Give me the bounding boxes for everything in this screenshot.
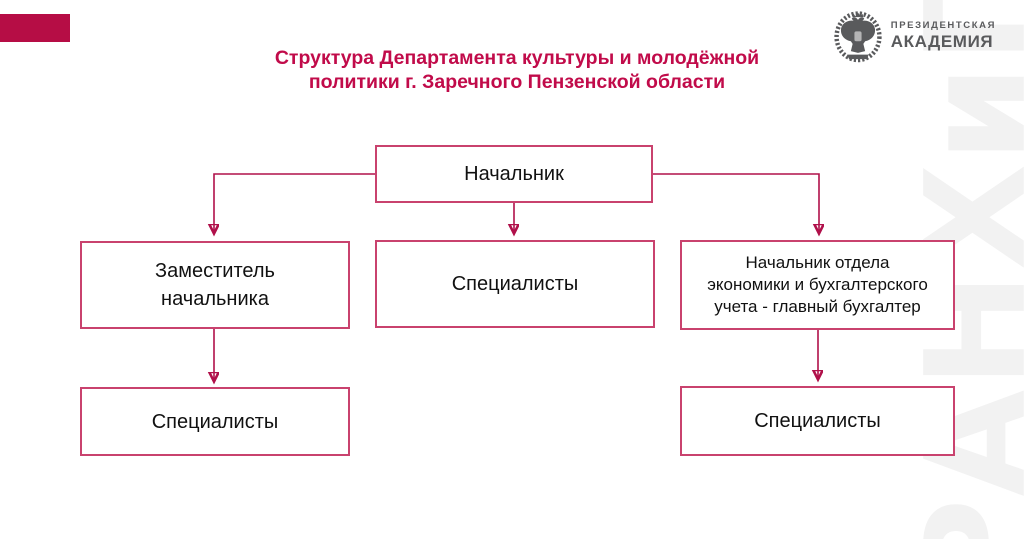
org-node-specialists-left-label: Специалисты: [151, 410, 279, 433]
slide-title-line-1: Структура Департамента культуры и молодё…: [274, 47, 760, 69]
org-node-accounting-head-label: Начальник отдела экономики и бухгалтерск…: [707, 253, 928, 316]
org-node-specialists-left: Специалисты: [80, 387, 350, 456]
org-node-deputy-head-label: Заместитель начальника: [155, 260, 275, 310]
org-node-specialists-right: Специалисты: [680, 386, 955, 456]
slide-title: Структура Департамента культуры и молодё…: [172, 46, 862, 94]
presidential-academy-logo: ПРЕЗИДЕНТСКАЯ АКАДЕМИЯ: [833, 7, 996, 63]
org-node-accounting-head: Начальник отдела экономики и бухгалтерск…: [680, 240, 955, 330]
logo-bottom-text: АКАДЕМИЯ: [890, 31, 994, 51]
org-node-specialists-center: Специалисты: [375, 240, 655, 328]
logo-top-text: ПРЕЗИДЕНТСКАЯ: [890, 19, 996, 31]
org-node-specialists-center-label: Специалисты: [451, 273, 579, 295]
slide-title-line-2: политики г. Заречного Пензенской области: [308, 71, 726, 93]
org-node-head: Начальник: [375, 145, 653, 203]
org-node-deputy-head: Заместитель начальника: [80, 241, 350, 329]
edge-head-accounting-head: [653, 173, 819, 232]
edge-head-deputy: [214, 173, 375, 232]
logo-wordmark: ПРЕЗИДЕНТСКАЯ АКАДЕМИЯ: [891, 20, 996, 51]
corner-accent-bar: [0, 14, 70, 42]
double-headed-eagle-emblem-icon: [834, 11, 882, 63]
org-node-specialists-right-label: Специалисты: [754, 410, 881, 432]
org-node-head-label: Начальник: [464, 163, 564, 185]
